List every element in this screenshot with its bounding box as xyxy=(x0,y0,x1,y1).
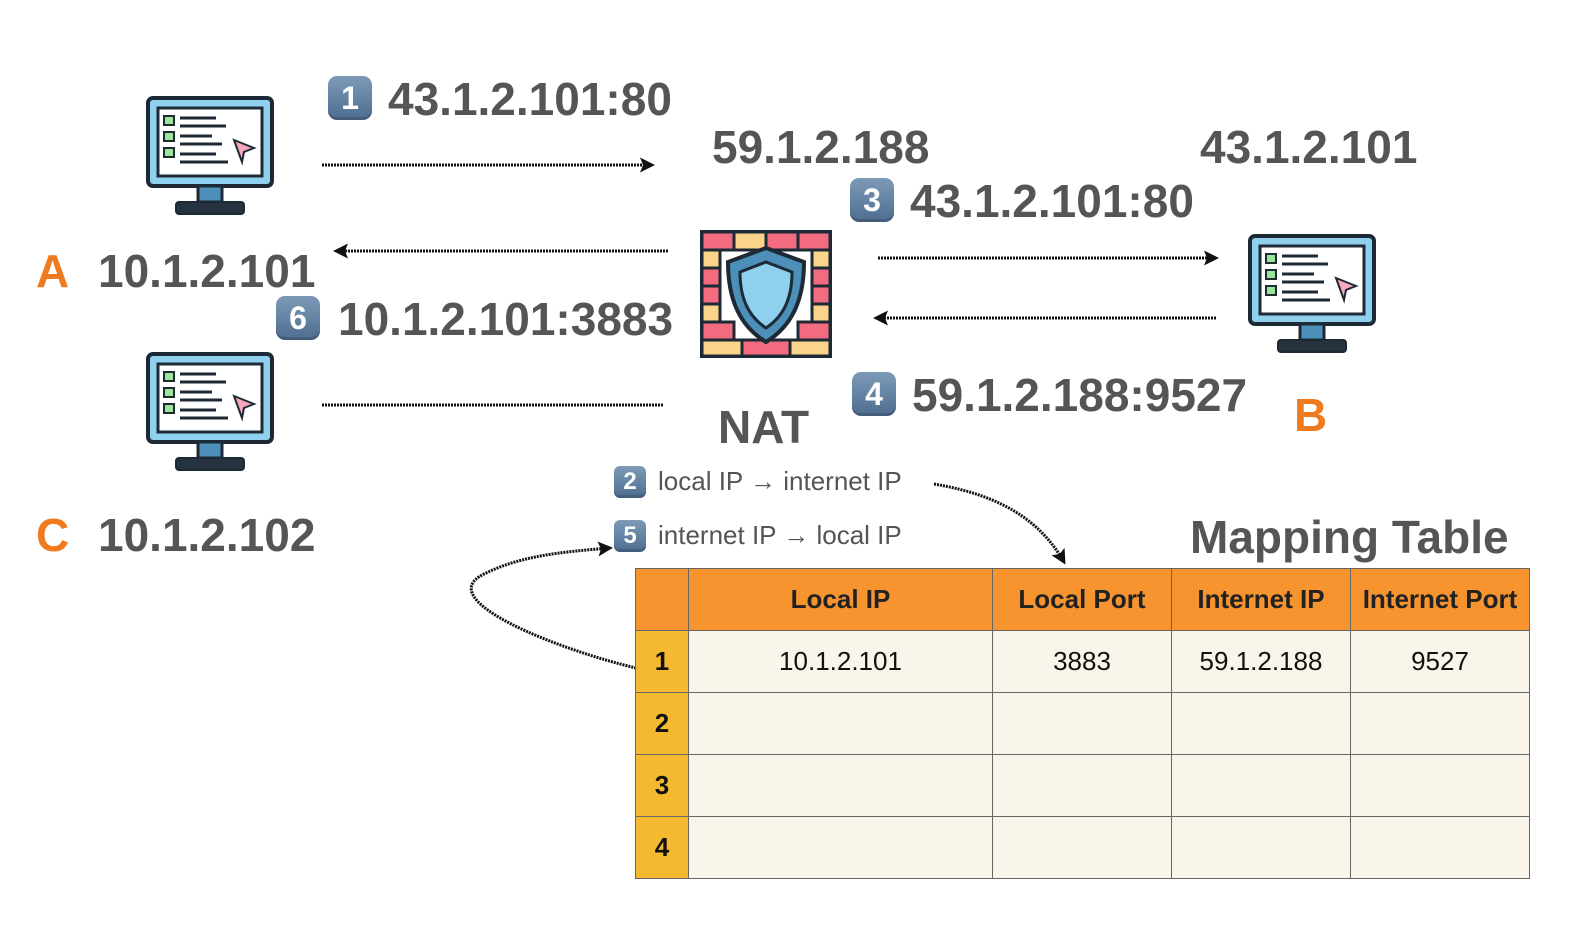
step-1-badge: 1 xyxy=(328,76,372,120)
step-1-address: 43.1.2.101:80 xyxy=(388,73,672,125)
host-a-ip: 10.1.2.101 xyxy=(98,245,316,297)
column-header-local-ip: Local IP xyxy=(688,568,993,631)
mapping-table-title: Mapping Table xyxy=(1190,511,1509,563)
cell-internet-ip xyxy=(1171,754,1351,817)
cell-local-ip xyxy=(688,816,993,879)
step-3-address: 43.1.2.101:80 xyxy=(910,175,1194,227)
table-header-row: Local IP Local Port Internet IP Internet… xyxy=(635,568,1530,631)
step-4-badge: 4 xyxy=(852,372,896,416)
table-row: 2 xyxy=(635,692,1530,755)
step-6-address: 10.1.2.101:3883 xyxy=(338,293,674,345)
cell-internet-port: 9527 xyxy=(1350,630,1530,693)
host-c-ip: 10.1.2.102 xyxy=(98,509,316,561)
cell-internet-port xyxy=(1350,816,1530,879)
cell-internet-ip xyxy=(1171,816,1351,879)
step-4-address: 59.1.2.188:9527 xyxy=(912,369,1248,421)
host-b-letter: B xyxy=(1294,389,1328,441)
cell-local-ip xyxy=(688,754,993,817)
host-b-computer-icon xyxy=(1248,234,1376,363)
arrow-step2-to-table xyxy=(933,482,1066,565)
cell-local-port xyxy=(992,754,1172,817)
cell-local-port: 3883 xyxy=(992,630,1172,693)
table-row: 3 xyxy=(635,754,1530,817)
step-5-badge: 5 xyxy=(614,520,646,552)
row-index: 2 xyxy=(635,692,689,755)
step-5-note: internet IP → local IP xyxy=(658,520,902,550)
column-header-internet-ip: Internet IP xyxy=(1171,568,1351,631)
step-3-badge: 3 xyxy=(850,178,894,222)
step-2-note: local IP → internet IP xyxy=(658,466,902,496)
column-header-local-port: Local Port xyxy=(992,568,1172,631)
nat-public-ip: 59.1.2.188 xyxy=(712,121,930,173)
host-a-computer-icon xyxy=(146,96,274,225)
cell-local-port xyxy=(992,816,1172,879)
host-c-computer-icon xyxy=(146,352,274,481)
table-row: 1 10.1.2.101 3883 59.1.2.188 9527 xyxy=(635,630,1530,693)
cell-internet-port xyxy=(1350,754,1530,817)
cell-internet-port xyxy=(1350,692,1530,755)
column-header-index xyxy=(635,568,689,631)
cell-internet-ip xyxy=(1171,692,1351,755)
mapping-table: Local IP Local Port Internet IP Internet… xyxy=(635,568,1530,879)
host-b-ip: 43.1.2.101 xyxy=(1200,121,1418,173)
table-row: 4 xyxy=(635,816,1530,879)
host-a-letter: A xyxy=(36,245,70,297)
column-header-internet-port: Internet Port xyxy=(1350,568,1530,631)
row-index: 4 xyxy=(635,816,689,879)
firewall-shield-icon xyxy=(700,230,832,365)
cell-local-ip: 10.1.2.101 xyxy=(688,630,993,693)
row-index: 1 xyxy=(635,630,689,693)
arrow-table-to-step5 xyxy=(469,541,637,670)
cell-internet-ip: 59.1.2.188 xyxy=(1171,630,1351,693)
step-2-badge: 2 xyxy=(614,466,646,498)
host-c-letter: C xyxy=(36,509,70,561)
row-index: 3 xyxy=(635,754,689,817)
cell-local-ip xyxy=(688,692,993,755)
nat-label: NAT xyxy=(718,401,810,453)
step-6-badge: 6 xyxy=(276,296,320,340)
cell-local-port xyxy=(992,692,1172,755)
